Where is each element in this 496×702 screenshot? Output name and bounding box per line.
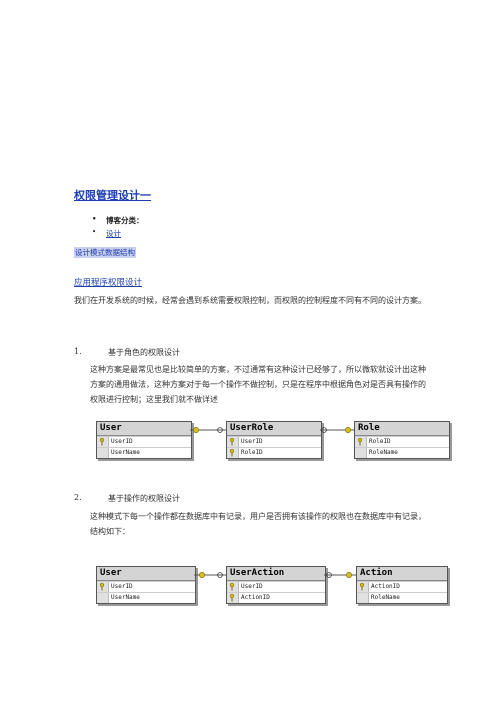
table-userrole: UserRole UserID RoleID [226,421,322,459]
primary-key-icon [229,438,235,446]
table-field: RoleID [227,447,321,458]
table-field: RoleID [355,436,449,447]
primary-key-icon [359,583,365,591]
table-field: UserID [227,581,325,592]
bullet-icon: • [92,228,97,236]
tags-line[interactable]: 设计模式数据结构 [74,247,136,258]
bullet-icon: • [92,215,97,223]
table-field: RoleName [355,447,449,458]
meta-tag-link[interactable]: • 设计 [92,228,121,239]
section2-number: 2. [74,493,82,502]
table-user: User UserID UserName [96,566,196,604]
table-field: UserName [97,592,195,603]
table-name: UserAction [227,567,325,581]
subtitle-link[interactable]: 应用程序权限设计 [74,278,143,288]
primary-key-icon [99,583,105,591]
section1-number: 1. [74,347,82,356]
relationship-line [194,572,226,578]
table-field: RoleName [357,592,447,603]
table-name: User [97,567,195,581]
table-field: ActionID [227,592,325,603]
table-useraction: UserAction UserID ActionID [226,566,326,604]
table-field: ActionID [357,581,447,592]
section1-body: 这种方案是最常见也是比较简单的方案，不过通常有这种设计已经够了，所以微软就设计出… [90,365,426,404]
intro-paragraph: 我们在开发系统的时候，经常会遇到系统需要权限控制，而权限的控制程度不同有不同的设… [74,296,426,305]
section2-body: 这种模式下每一个操作都在数据库中有记录，用户是否拥有该操作的权限也在数据库中有记… [90,512,426,536]
table-name: Role [355,422,449,436]
relationship-line [324,572,356,578]
meta-category: • 博客分类： [92,215,144,226]
table-action: Action ActionID RoleName [356,566,448,604]
primary-key-icon [99,438,105,446]
section1-heading: 基于角色的权限设计 [108,348,180,357]
table-name: User [97,422,191,436]
primary-key-icon [229,449,235,457]
table-field: UserID [97,436,191,447]
section2-heading: 基于操作的权限设计 [108,494,180,503]
primary-key-icon [229,583,235,591]
table-name: Action [357,567,447,581]
table-field: UserName [97,447,191,458]
relationship-line [190,427,226,433]
meta-category-label: 博客分类： [106,216,144,225]
page-title[interactable]: 权限管理设计一 [74,189,151,202]
table-user: User UserID UserName [96,421,192,459]
table-role: Role RoleID RoleName [354,421,450,459]
primary-key-icon [357,438,363,446]
meta-tag-text[interactable]: 设计 [106,229,121,238]
relationship-line [320,427,354,433]
primary-key-icon [229,594,235,602]
table-field: UserID [227,436,321,447]
table-name: UserRole [227,422,321,436]
table-field: UserID [97,581,195,592]
